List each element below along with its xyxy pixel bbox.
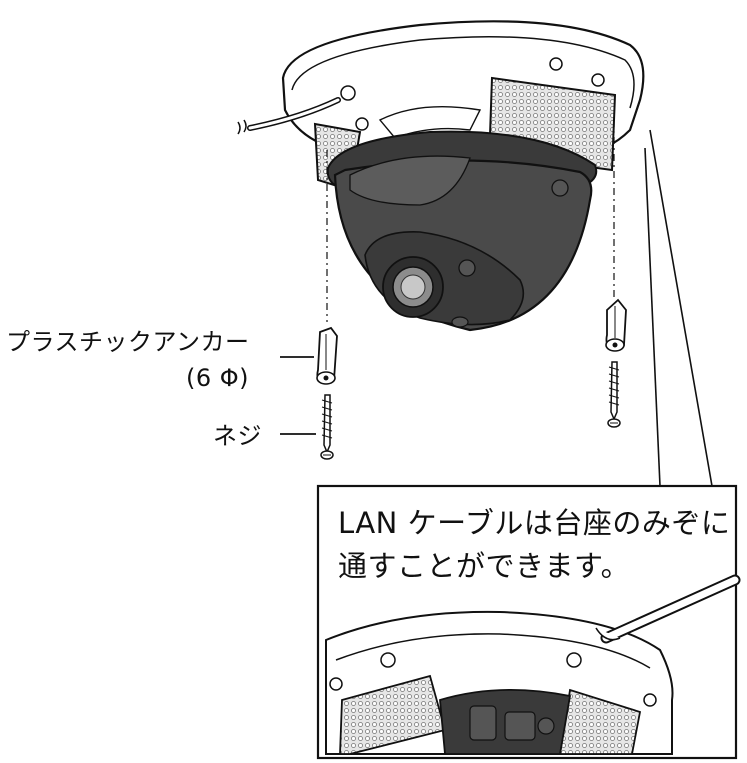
label-leader-lines <box>280 356 316 435</box>
left-plastic-anchor-icon <box>316 326 338 385</box>
callout-text: LAN ケーブルは台座のみぞに 通すことができます。 <box>338 502 733 588</box>
callout-box <box>316 484 741 760</box>
anchor-size-label: (6 Φ) <box>186 364 250 392</box>
dome-camera <box>326 130 598 332</box>
alignment-guides <box>326 120 615 322</box>
screw-label: ネジ <box>213 422 262 450</box>
lan-cable <box>237 97 341 135</box>
callout-line-1: LAN ケーブルは台座のみぞに <box>338 506 731 540</box>
callout-pointer <box>644 129 713 487</box>
callout-line-2: 通すことができます。 <box>338 549 631 583</box>
right-plastic-anchor-icon <box>605 298 627 352</box>
plastic-anchor-label: プラスチックアンカー <box>6 328 250 356</box>
zoomed-base-illustration <box>325 574 741 755</box>
left-screw-icon <box>320 394 334 460</box>
right-screw-icon <box>607 361 621 428</box>
